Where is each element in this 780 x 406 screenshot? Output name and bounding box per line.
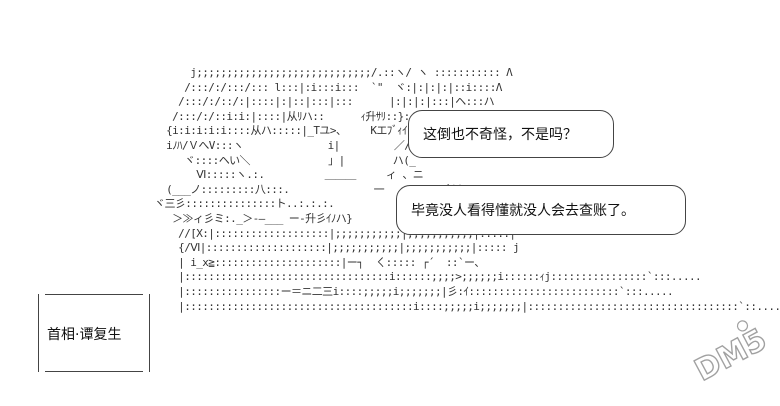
speech-bubble-1: 这倒也不奇怪，不是吗？ bbox=[408, 110, 614, 158]
dm5-watermark-logo: DM5 bbox=[688, 320, 773, 389]
watermark-text: DM5 bbox=[689, 322, 772, 388]
ascii-art-character: j;;;;;;;;;;;;;;;;;;;;;;;;;;;;;/.::ヽ/ ヽ :… bbox=[154, 66, 780, 313]
character-caption: 首相·谭复生 bbox=[47, 327, 122, 343]
speech-bubble-1-text: 这倒也不奇怪，不是吗？ bbox=[423, 127, 577, 143]
watermark-dot-icon bbox=[736, 320, 749, 332]
speech-bubble-2: 毕竟没人看得懂就没人会去查账了。 bbox=[396, 185, 686, 235]
speech-bubble-2-text: 毕竟没人看得懂就没人会去查账了。 bbox=[411, 203, 635, 219]
character-caption-box: 首相·谭复生 bbox=[38, 294, 150, 372]
